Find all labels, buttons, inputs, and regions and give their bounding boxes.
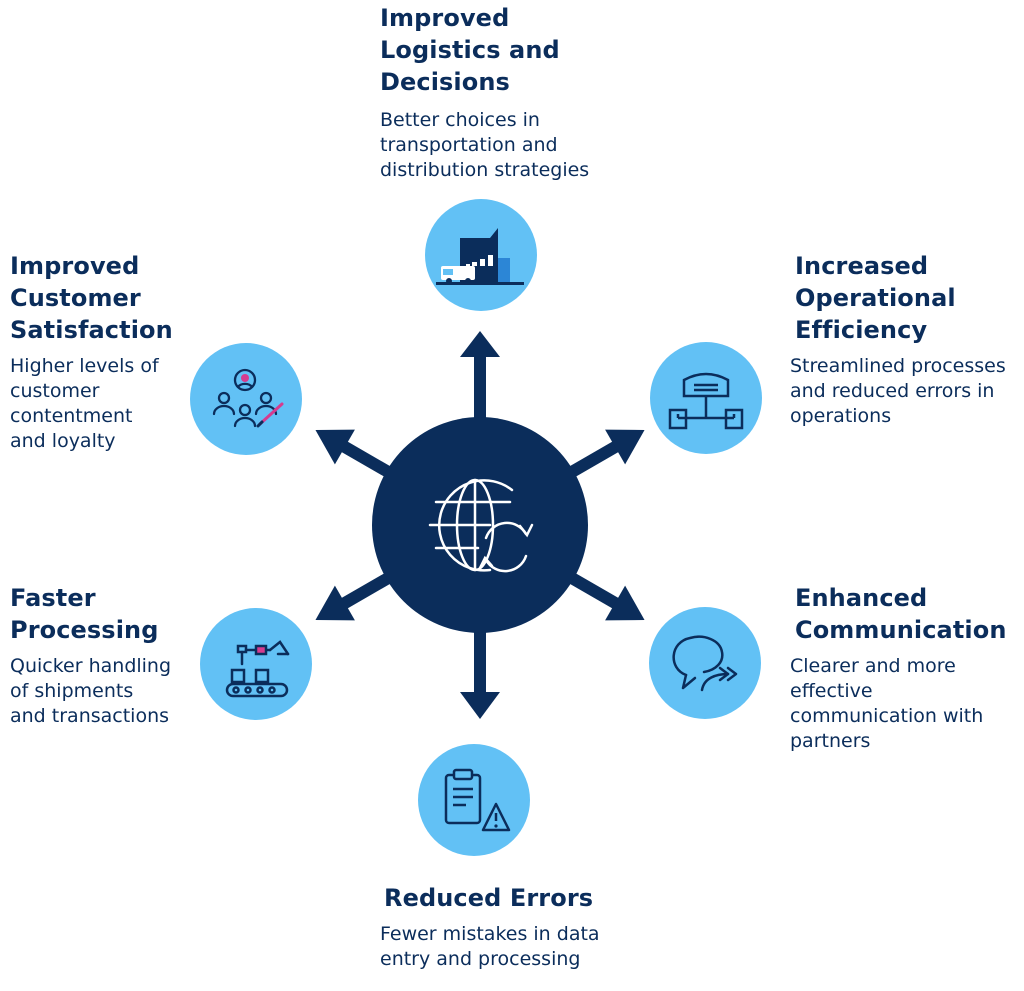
benefit-reduced-errors: Reduced Errors Fewer mistakes in data en…	[380, 882, 630, 972]
arrow-top	[460, 331, 500, 420]
benefit-title: Improved Customer Satisfaction	[10, 252, 173, 344]
icon-circle-lower-left	[200, 608, 312, 720]
network-structure-icon	[668, 372, 744, 430]
benefit-title: Faster Processing	[10, 584, 159, 644]
benefit-increased-efficiency: Increased Operational Efficiency Streaml…	[790, 250, 1024, 429]
benefit-description: Quicker handling of shipments and transa…	[10, 655, 172, 727]
benefit-improved-logistics: Improved Logistics and Decisions Better …	[380, 2, 625, 183]
benefit-title: Enhanced Communication	[795, 584, 1007, 644]
clipboard-warning-icon	[444, 768, 511, 832]
benefit-description: Fewer mistakes in data entry and process…	[380, 923, 600, 970]
customer-group-icon	[212, 368, 284, 428]
hub	[372, 417, 588, 633]
conveyor-robot-icon	[225, 640, 290, 698]
icon-circle-top	[425, 199, 537, 311]
icon-circle-upper-right	[650, 342, 762, 454]
benefit-title: Increased Operational Efficiency	[795, 252, 956, 344]
benefit-description: Higher levels of customer contentment an…	[10, 355, 159, 452]
benefit-title: Reduced Errors	[384, 884, 594, 912]
arrow-bottom	[460, 630, 500, 719]
icon-circle-bottom	[418, 744, 530, 856]
icon-circle-upper-left	[190, 343, 302, 455]
benefit-description: Clearer and more effective communication…	[790, 655, 984, 752]
warehouse-truck-icon	[436, 228, 524, 285]
benefit-title: Improved Logistics and Decisions	[380, 4, 560, 96]
globe-sync-icon	[428, 478, 534, 573]
benefit-description: Streamlined processes and reduced errors…	[790, 355, 1006, 427]
benefit-customer-satisfaction: Improved Customer Satisfaction Higher le…	[10, 250, 210, 454]
chat-forward-icon	[672, 635, 738, 692]
icon-circle-lower-right	[649, 607, 761, 719]
benefit-faster-processing: Faster Processing Quicker handling of sh…	[10, 582, 210, 729]
benefit-description: Better choices in transportation and dis…	[380, 109, 590, 181]
benefit-enhanced-communication: Enhanced Communication Clearer and more …	[790, 582, 1024, 754]
